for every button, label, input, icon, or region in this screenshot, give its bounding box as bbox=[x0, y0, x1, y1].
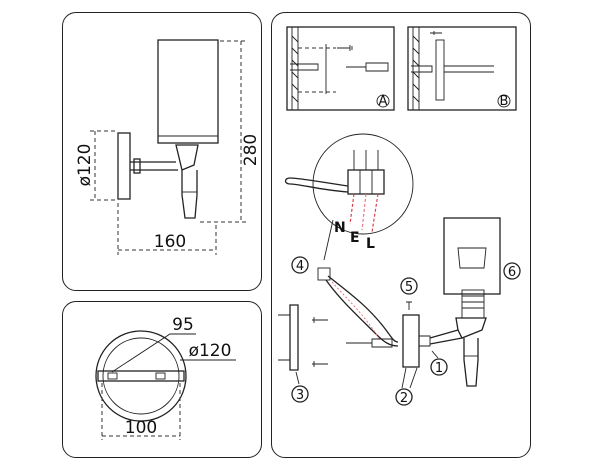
top-base-diameter-label: ø120 bbox=[189, 341, 232, 361]
base-circle-outer bbox=[95, 330, 187, 422]
detail-a-screw bbox=[337, 45, 353, 51]
live-lead bbox=[371, 193, 379, 233]
fixture-switch bbox=[463, 338, 479, 387]
detail-b-wall-hatch bbox=[412, 35, 420, 103]
step-3-label: 3 bbox=[296, 388, 304, 403]
lamp-arm bbox=[130, 161, 178, 171]
mounting-bracket bbox=[289, 304, 299, 371]
wire-e-label: E bbox=[350, 230, 360, 246]
supply-cable bbox=[284, 177, 349, 193]
base-circle-inner bbox=[102, 337, 180, 415]
height-label: 280 bbox=[241, 134, 261, 166]
magnifier-leader bbox=[323, 219, 334, 261]
wall-plate-boss bbox=[419, 335, 431, 347]
top-view-panel bbox=[62, 301, 262, 458]
step-6-badge bbox=[503, 262, 521, 280]
mounting-bar bbox=[97, 370, 185, 382]
base-diameter-label: ø120 bbox=[75, 144, 95, 187]
top-screw bbox=[406, 301, 412, 310]
fixture-wires-b bbox=[325, 279, 399, 347]
earth-lead bbox=[361, 193, 367, 231]
socket-thread bbox=[462, 295, 484, 309]
detail-b-label: B bbox=[500, 94, 509, 109]
lamp-neck bbox=[175, 144, 199, 171]
detail-a-wall-hatch bbox=[291, 35, 299, 103]
side-view-panel bbox=[62, 12, 262, 291]
step-3-leader bbox=[295, 371, 300, 385]
mounting-slot-right bbox=[155, 372, 166, 380]
detail-b-plate bbox=[435, 39, 445, 101]
fixture-arm bbox=[429, 329, 463, 345]
bracket-screws bbox=[312, 319, 328, 365]
shade-cap bbox=[457, 247, 487, 269]
detail-a-anchor bbox=[290, 63, 319, 71]
step-2-badge bbox=[395, 388, 413, 406]
wire-l-label: L bbox=[366, 236, 375, 252]
mounting-slot-left bbox=[107, 372, 118, 380]
wire-connector bbox=[317, 267, 331, 281]
detail-a-label: A bbox=[379, 94, 388, 109]
height-dimension-line bbox=[200, 40, 246, 223]
depth-label: 100 bbox=[125, 418, 157, 438]
width-dimension-line bbox=[117, 203, 217, 255]
wall-plate bbox=[117, 132, 131, 200]
step-2-label: 2 bbox=[400, 391, 408, 406]
installation-drawing: A B N E L bbox=[278, 26, 521, 406]
step-4-label: 4 bbox=[296, 259, 304, 274]
side-view-drawing: 280 160 ø120 bbox=[75, 39, 261, 255]
step-1-leader bbox=[431, 350, 439, 359]
plate-width-label: 95 bbox=[172, 315, 194, 335]
arm-joint bbox=[133, 158, 141, 174]
fixture-wires-a bbox=[327, 275, 399, 343]
detail-b-bar bbox=[444, 65, 494, 73]
detail-b-badge bbox=[497, 94, 511, 108]
fixture-shade bbox=[443, 217, 501, 295]
fixture-wall-plate bbox=[402, 314, 420, 368]
install-screwdriver bbox=[346, 338, 393, 348]
detail-a-drill-lines bbox=[298, 47, 336, 93]
terminal-magnifier bbox=[312, 133, 414, 235]
step-badges: 1 2 3 4 5 6 bbox=[291, 256, 521, 406]
detail-a-screwdriver bbox=[346, 62, 389, 72]
detail-b-frame bbox=[407, 26, 517, 111]
fixture-socket bbox=[461, 289, 485, 319]
detail-a-frame bbox=[286, 26, 395, 111]
terminal-block bbox=[347, 169, 385, 195]
neutral-lead bbox=[349, 193, 355, 225]
step-5-badge bbox=[400, 277, 418, 295]
switch-body bbox=[181, 170, 198, 219]
installation-panel bbox=[271, 12, 531, 458]
step-2-leader bbox=[401, 367, 418, 389]
fixture-socket-holder bbox=[455, 317, 487, 339]
step-1-label: 1 bbox=[435, 361, 443, 376]
bracket-anchors bbox=[278, 314, 290, 361]
top-view-drawing: 95 ø120 100 bbox=[95, 315, 236, 440]
detail-b-screw bbox=[430, 31, 442, 35]
plate-width-leader bbox=[111, 333, 196, 373]
lamp-shade bbox=[157, 39, 219, 144]
step-1-badge bbox=[430, 358, 448, 376]
detail-a-badge bbox=[376, 94, 390, 108]
depth-dimension-line bbox=[101, 383, 181, 440]
step-6-label: 6 bbox=[508, 265, 516, 280]
step-3-badge bbox=[291, 385, 309, 403]
detail-b-anchor bbox=[411, 65, 433, 73]
step-5-label: 5 bbox=[405, 280, 413, 295]
base-diameter-dimension-line bbox=[90, 130, 118, 201]
wire-n-label: N bbox=[334, 220, 346, 236]
terminal-top-wires bbox=[353, 150, 379, 170]
terminal-dividers bbox=[359, 170, 373, 194]
step-4-badge bbox=[291, 256, 309, 274]
width-label: 160 bbox=[154, 232, 186, 252]
